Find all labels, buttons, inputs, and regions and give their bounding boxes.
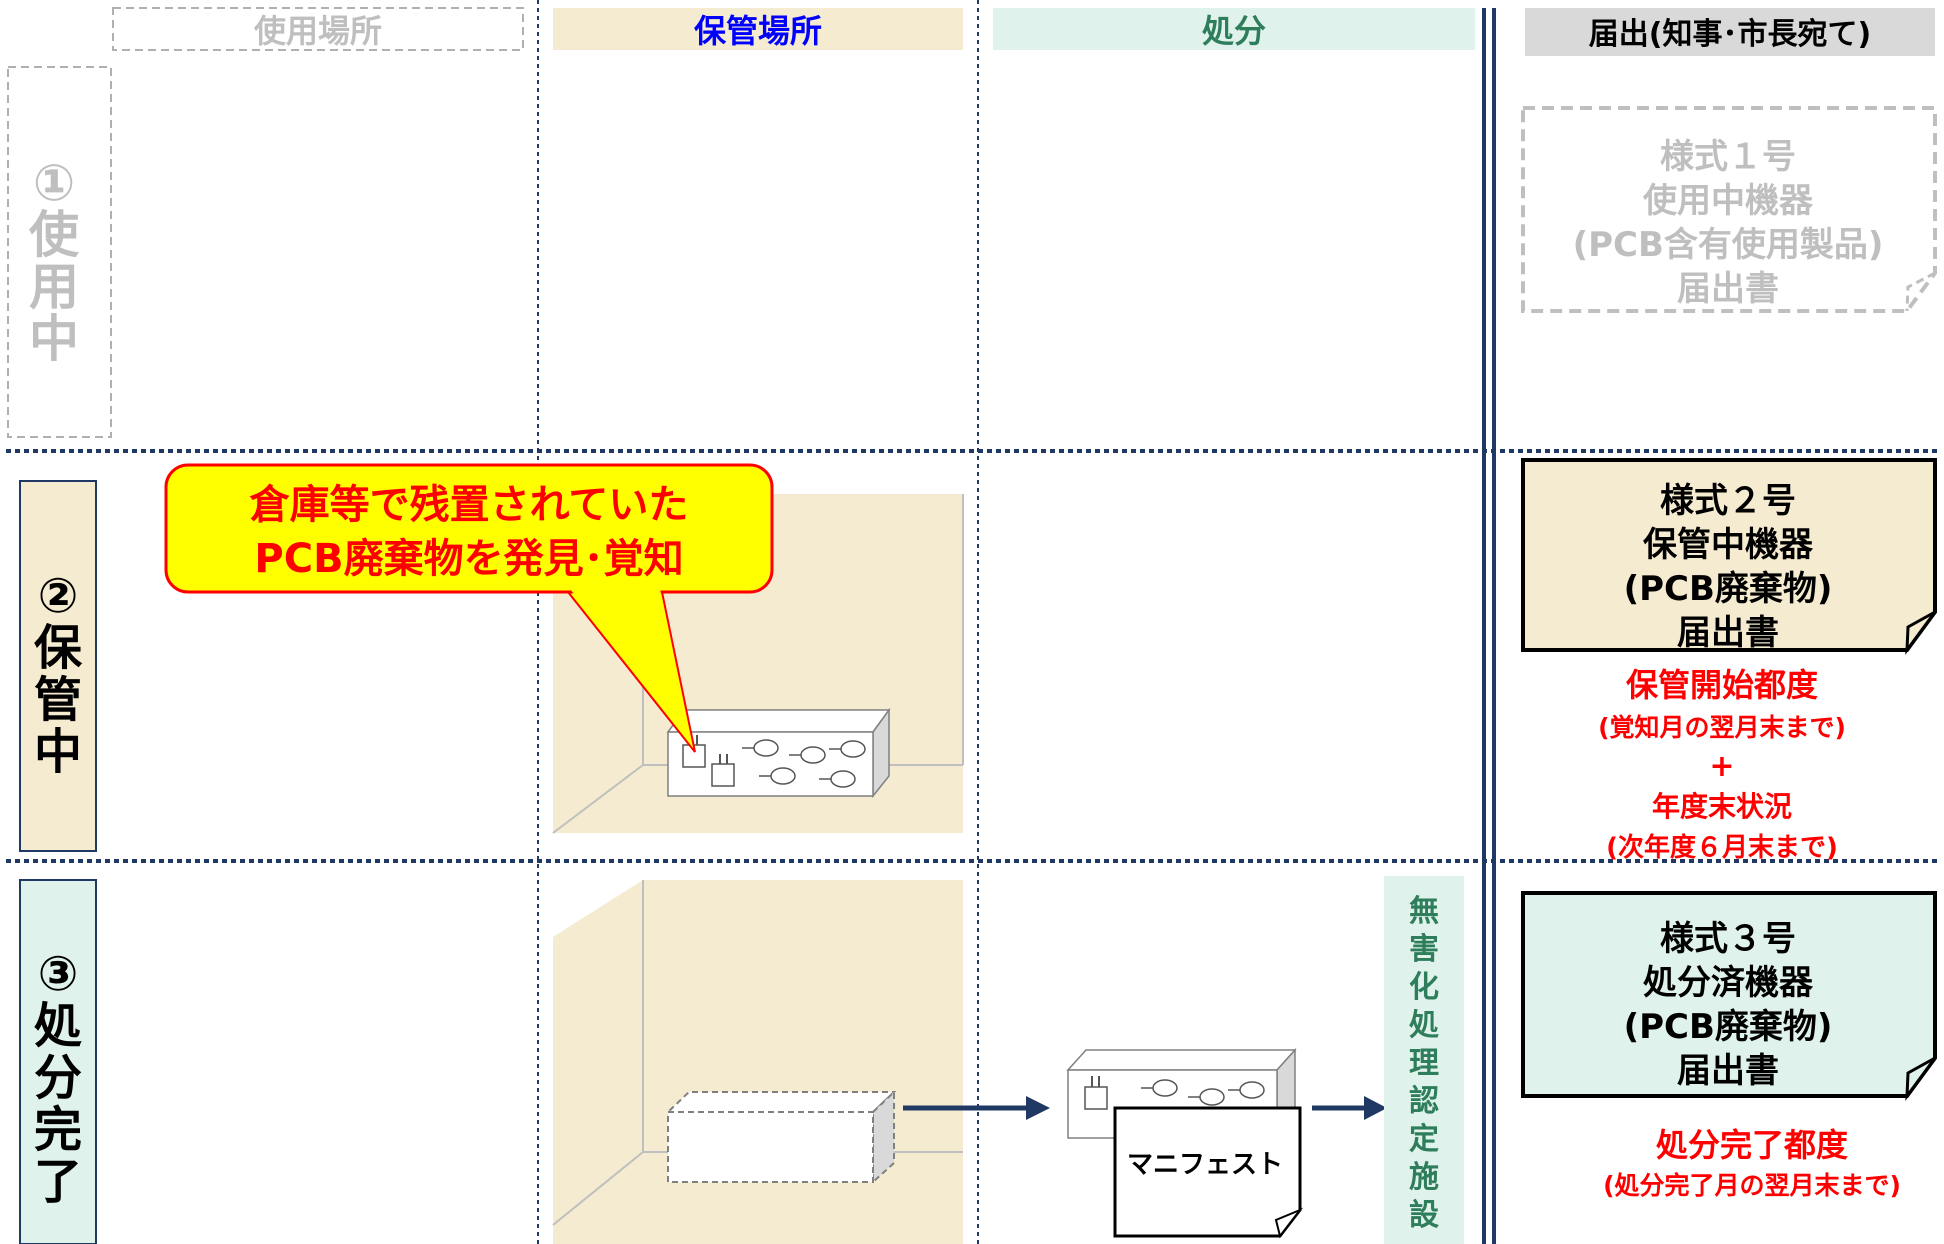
- svg-text:保管中機器: 保管中機器: [1643, 525, 1814, 565]
- header-use-place: 使用場所: [253, 12, 382, 50]
- header-disposal-box: [993, 8, 1475, 50]
- svg-text:使: 使: [29, 206, 80, 264]
- svg-text:管: 管: [34, 672, 82, 728]
- treatment-arrow: [1312, 1096, 1387, 1120]
- svg-text:了: 了: [34, 1154, 82, 1210]
- transported-equipment-illustration: [1066, 1048, 1297, 1141]
- row-label-in-storage: ② 保 管 中: [19, 480, 97, 852]
- svg-text:理: 理: [1409, 1046, 1439, 1081]
- detoxification-facility-label: 無 害 化 処 理 認 定 施 設: [1384, 876, 1464, 1244]
- disposal-deadline-text: 処分完了都度 (処分完了月の翌月末まで): [1603, 1126, 1901, 1200]
- svg-text:無: 無: [1409, 894, 1439, 929]
- svg-text:化: 化: [1409, 970, 1439, 1005]
- svg-text:様式３号: 様式３号: [1660, 919, 1796, 959]
- svg-text:届出書: 届出書: [1677, 613, 1779, 653]
- header-notification-box: [1525, 8, 1935, 56]
- removed-equipment-ghost: [665, 1089, 897, 1185]
- svg-text:害: 害: [1409, 932, 1439, 967]
- svg-text:中: 中: [34, 724, 82, 780]
- manifest-label: マニフェスト: [1127, 1150, 1283, 1180]
- svg-text:中: 中: [29, 310, 79, 368]
- svg-text:(PCB廃棄物): (PCB廃棄物): [1624, 569, 1833, 609]
- svg-text:様式２号: 様式２号: [1660, 481, 1796, 521]
- svg-text:処: 処: [1409, 1008, 1439, 1043]
- row-label-in-use: ① 使 用 中: [7, 66, 112, 438]
- svg-text:施: 施: [1409, 1160, 1439, 1195]
- header-notification: 届出(知事･市長宛て): [1589, 17, 1871, 52]
- svg-text:年度末状況: 年度末状況: [1652, 790, 1792, 823]
- svg-text:届出書: 届出書: [1677, 1051, 1779, 1091]
- svg-text:+: +: [1709, 749, 1734, 784]
- svg-text:処分完了都度: 処分完了都度: [1656, 1126, 1848, 1164]
- svg-text:(次年度６月末まで): (次年度６月末まで): [1606, 832, 1838, 863]
- discovery-callout: 倉庫等で残置されていた PCB廃棄物を発見･覚知: [164, 463, 774, 753]
- svg-text:完: 完: [34, 1102, 82, 1158]
- svg-text:③: ③: [38, 946, 79, 1002]
- pcb-equipment-illustration: [666, 707, 891, 799]
- svg-text:(PCB廃棄物): (PCB廃棄物): [1624, 1007, 1833, 1047]
- svg-text:届出書: 届出書: [1677, 269, 1779, 309]
- svg-text:保管開始都度: 保管開始都度: [1626, 666, 1818, 704]
- header-storage-place-box: [553, 8, 963, 50]
- form-3-document: 様式３号 処分済機器 (PCB廃棄物) 届出書: [1521, 891, 1937, 1101]
- header-use-place-box: [112, 7, 524, 51]
- header-disposal: 処分: [1202, 12, 1266, 50]
- storage-room-emptied-illustration: [552, 880, 963, 1244]
- svg-text:(覚知月の翌月末まで): (覚知月の翌月末まで): [1598, 713, 1846, 742]
- header-storage-place: 保管場所: [694, 12, 822, 50]
- svg-text:分: 分: [34, 1050, 82, 1106]
- svg-text:認: 認: [1409, 1084, 1439, 1119]
- row-label-disposed: ③ 処 分 完 了: [19, 879, 97, 1244]
- svg-text:定: 定: [1409, 1122, 1439, 1157]
- svg-text:(PCB含有使用製品): (PCB含有使用製品): [1573, 225, 1884, 265]
- svg-text:使用中機器: 使用中機器: [1642, 181, 1814, 221]
- callout-line-2: PCB廃棄物を発見･覚知: [254, 536, 683, 582]
- svg-text:①: ①: [33, 154, 75, 212]
- storage-deadline-text: 保管開始都度 (覚知月の翌月末まで) + 年度末状況 (次年度６月末まで): [1598, 666, 1846, 863]
- callout-line-1: 倉庫等で残置されていた: [249, 482, 689, 528]
- manifest-document: マニフェスト: [1113, 1106, 1304, 1239]
- svg-text:用: 用: [29, 258, 79, 316]
- transport-arrow: [903, 1096, 1050, 1120]
- svg-text:②: ②: [38, 568, 79, 624]
- svg-text:設: 設: [1409, 1198, 1439, 1233]
- svg-text:処: 処: [34, 998, 82, 1054]
- form-1-document: 様式１号 使用中機器 (PCB含有使用製品) 届出書: [1521, 106, 1937, 313]
- svg-text:(処分完了月の翌月末まで): (処分完了月の翌月末まで): [1603, 1171, 1901, 1200]
- svg-text:保: 保: [34, 620, 83, 676]
- svg-text:処分済機器: 処分済機器: [1643, 963, 1814, 1003]
- svg-text:様式１号: 様式１号: [1660, 137, 1796, 177]
- form-2-document: 様式２号 保管中機器 (PCB廃棄物) 届出書: [1521, 458, 1937, 655]
